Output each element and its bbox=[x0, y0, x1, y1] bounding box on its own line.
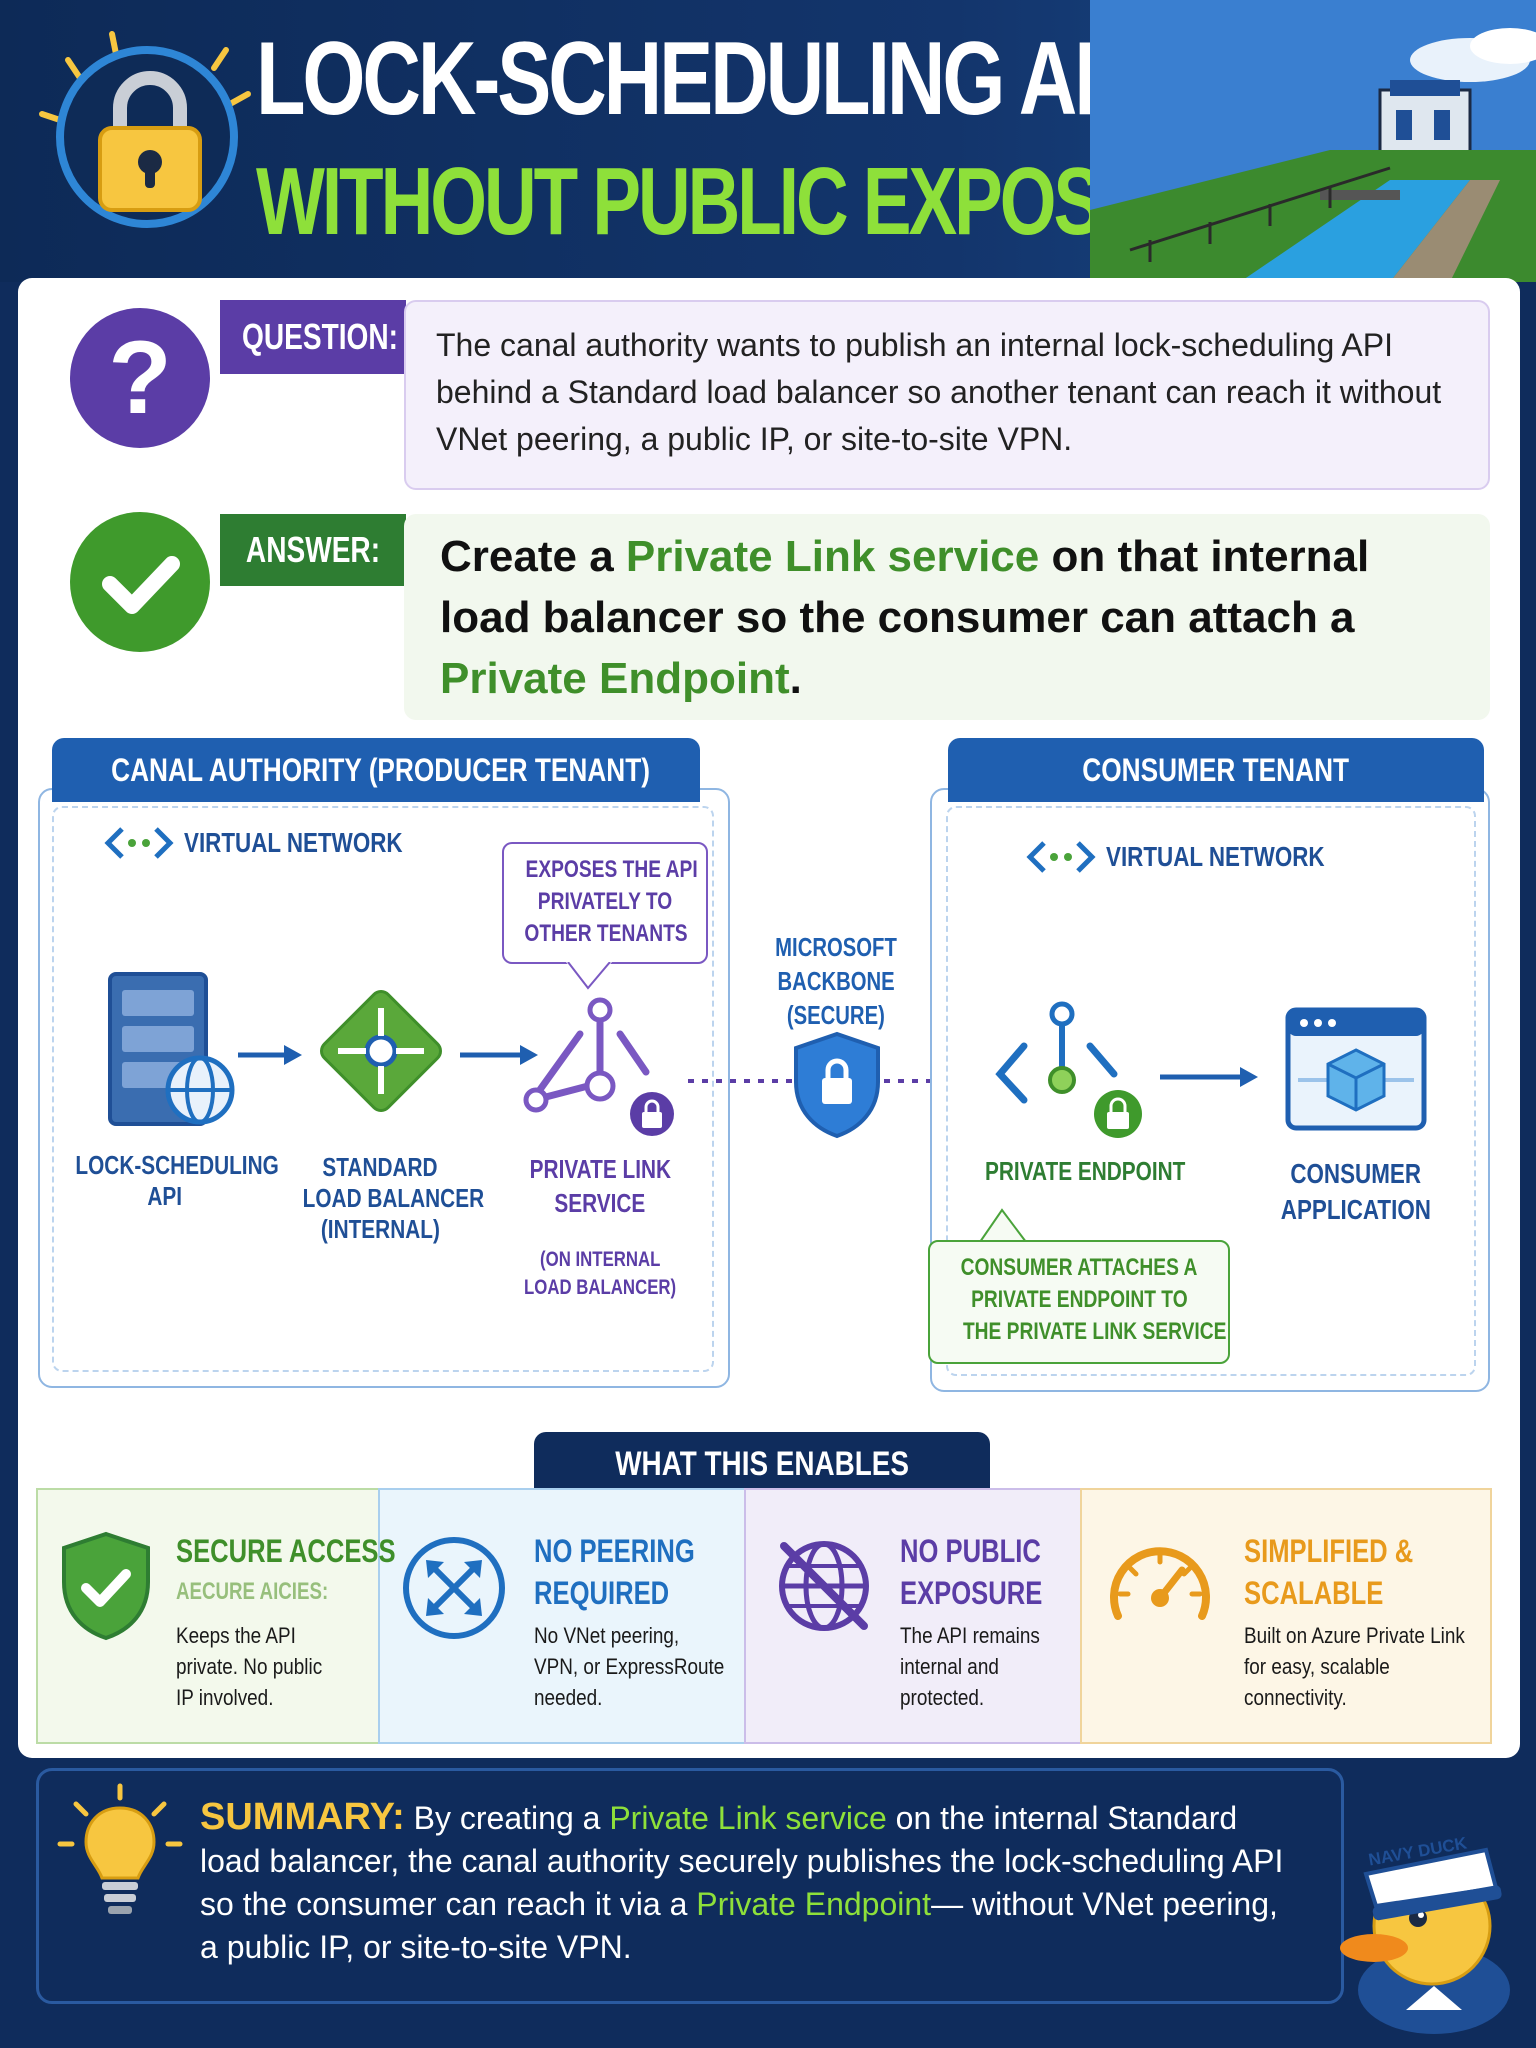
producer-tenant-tab: CANAL AUTHORITY (PRODUCER TENANT) bbox=[52, 738, 700, 802]
enables-tab: WHAT THIS ENABLES bbox=[534, 1432, 990, 1496]
answer-label: ANSWER: bbox=[220, 514, 406, 586]
enable-card-no-peering bbox=[378, 1488, 746, 1744]
vnet-icon bbox=[1026, 841, 1096, 873]
private-endpoint-icon bbox=[995, 1001, 1142, 1138]
load-balancer-icon bbox=[320, 990, 442, 1112]
no-globe-icon bbox=[779, 1541, 869, 1631]
producer-vnet-label: VIRTUAL NETWORK bbox=[104, 818, 457, 868]
consumer-vnet-boundary bbox=[946, 806, 1476, 1376]
enable-title-scalable: SIMPLIFIED &SCALABLE bbox=[1244, 1533, 1414, 1611]
server-globe-icon bbox=[108, 972, 235, 1126]
arrow-lb-to-pls bbox=[460, 1045, 538, 1065]
header-banner: LOCK-SCHEDULING API ACCESS WITHOUT PUBLI… bbox=[0, 0, 1536, 282]
pls-callout-pointer bbox=[566, 962, 612, 990]
consumer-app-icon bbox=[1285, 1007, 1427, 1131]
navy-duck-mascot bbox=[1340, 1847, 1510, 2034]
private-endpoint-label: PRIVATE ENDPOINT bbox=[985, 1156, 1186, 1186]
enable-card-no-public bbox=[744, 1488, 1082, 1744]
page-subtitle: WITHOUT PUBLIC EXPOSURE bbox=[256, 148, 1247, 255]
gauge-icon bbox=[1110, 1547, 1210, 1620]
question-text: The canal authority wants to publish an … bbox=[404, 300, 1490, 490]
page-title: LOCK-SCHEDULING API ACCESS bbox=[256, 21, 1483, 137]
question-mark-icon: ? bbox=[70, 308, 210, 448]
summary-panel bbox=[36, 1768, 1344, 2004]
vnet-icon bbox=[104, 827, 174, 859]
padlock-icon bbox=[98, 71, 202, 212]
canal-lock-illustration bbox=[1090, 0, 1536, 282]
enable-title-secure: SECURE ACCESS bbox=[176, 1533, 396, 1569]
shield-lock-icon bbox=[794, 1031, 880, 1139]
arrow-pe-to-app bbox=[1160, 1067, 1258, 1087]
pe-callout-pointer bbox=[978, 1208, 1028, 1242]
summary-text: SUMMARY: By creating a Private Link serv… bbox=[200, 1796, 1284, 1965]
consumer-tenant-tab: CONSUMER TENANT bbox=[948, 738, 1484, 802]
enable-ghost-text: AECURE AICIES: bbox=[176, 1578, 329, 1605]
question-label: QUESTION: bbox=[220, 300, 406, 374]
producer-vnet-boundary bbox=[52, 806, 714, 1372]
check-icon bbox=[70, 512, 210, 652]
arrow-api-to-lb bbox=[238, 1045, 302, 1065]
enable-card-scalable bbox=[1080, 1488, 1492, 1744]
crossed-arrows-icon bbox=[403, 1537, 505, 1639]
answer-text: Create a Private Link service on that in… bbox=[404, 514, 1490, 720]
lightbulb-icon bbox=[57, 1783, 183, 1914]
consumer-vnet-label: VIRTUAL NETWORK bbox=[1026, 832, 1379, 882]
rays-decoration bbox=[39, 31, 251, 123]
shield-check-icon bbox=[62, 1531, 150, 1641]
private-link-service-icon bbox=[523, 997, 674, 1136]
